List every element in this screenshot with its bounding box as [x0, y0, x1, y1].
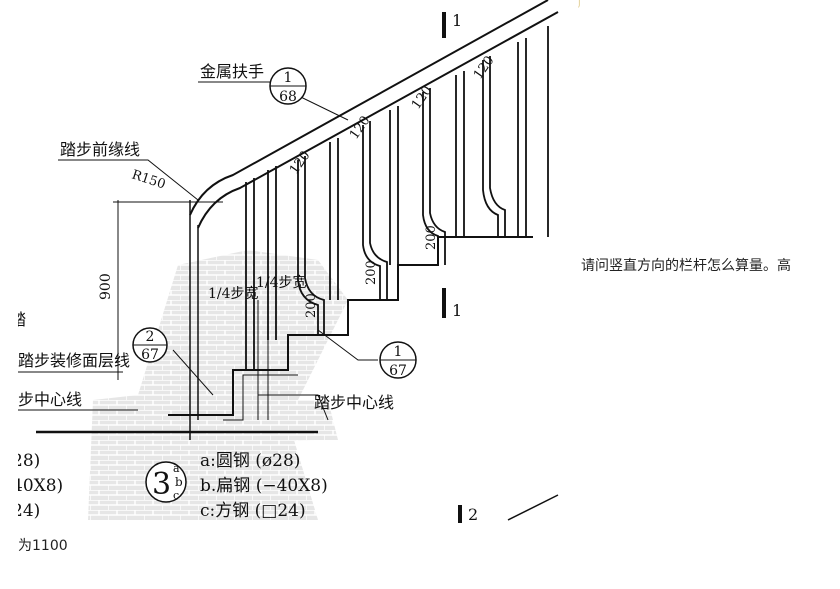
legend-symbol: 3 [152, 467, 171, 502]
label-stair-finish-line: 踏步装修面层线 [18, 351, 130, 370]
label-height-900: 900 [98, 273, 114, 300]
label-stair-center-right: 踏步中心线 [314, 393, 394, 412]
question-text-line2: 为1100 [18, 538, 68, 554]
question-text-line1: 请问竖直方向的栏杆怎么算量。高 [581, 258, 791, 274]
svg-text:1: 1 [452, 301, 462, 320]
balusters [245, 26, 549, 370]
material-legend: 3 a b c a:圆钢 (ø28) b.扁钢 (−40X8) c:方钢 (□2… [18, 451, 328, 521]
section-mark-bottom: 2 [458, 494, 559, 524]
section-mark-middle: 1 [442, 288, 462, 320]
handrail [189, 0, 549, 216]
label-dim-200-a: 200 [304, 293, 319, 318]
finish-callout-top: 2 [146, 329, 155, 345]
svg-text:1: 1 [452, 11, 462, 30]
step-callout-bottom: 67 [389, 363, 407, 379]
label-dim-200-b: 200 [364, 260, 379, 285]
step-callout-top: 1 [394, 344, 403, 360]
legend-cut-a: 28) [18, 451, 40, 471]
label-metal-handrail: 金属扶手 [200, 62, 264, 81]
legend-sub-a: a [173, 462, 180, 475]
stair-railing-drawing: 1 68 2 67 1 67 1 1 2 金属扶手 [18, 0, 578, 525]
legend-sub-c: c [173, 489, 179, 502]
label-quarter-step-1: 1/4步宽 [208, 285, 259, 302]
handrail-callout-bottom: 68 [279, 89, 297, 105]
legend-item-c: c:方钢 (□24) [200, 501, 306, 521]
legend-cut-c: 24) [18, 501, 40, 521]
handrail-callout: 1 68 [269, 67, 307, 105]
label-stair-center-left: 步中心线 [18, 390, 82, 409]
label-dim-120-a: 120 [287, 148, 314, 177]
masonry-fill [88, 250, 348, 520]
legend-cut-b: 40X8) [18, 476, 63, 496]
handrail-callout-top: 1 [284, 70, 293, 86]
label-quarter-step-2: 1/4步宽 [256, 274, 307, 291]
finish-callout-bottom: 67 [141, 347, 159, 363]
section-mark-top: 1 [442, 11, 462, 38]
legend-sub-b: b [175, 475, 183, 489]
step-callout: 1 67 [379, 341, 417, 379]
label-stair-front-edge: 踏步前缘线 [60, 140, 140, 159]
svg-text:2: 2 [468, 505, 478, 524]
masonry-fill-2 [108, 400, 338, 445]
legend-item-a: a:圆钢 (ø28) [200, 451, 300, 471]
label-edge-left-char: 踏 [18, 310, 26, 329]
legend-item-b: b.扁钢 (−40X8) [200, 476, 328, 496]
drawing-svg: 1 68 2 67 1 67 1 1 2 金属扶手 [18, 0, 559, 524]
finish-callout: 2 67 [132, 327, 168, 363]
label-dim-120-c: 120 [409, 83, 436, 112]
label-dim-200-c: 200 [424, 225, 439, 250]
